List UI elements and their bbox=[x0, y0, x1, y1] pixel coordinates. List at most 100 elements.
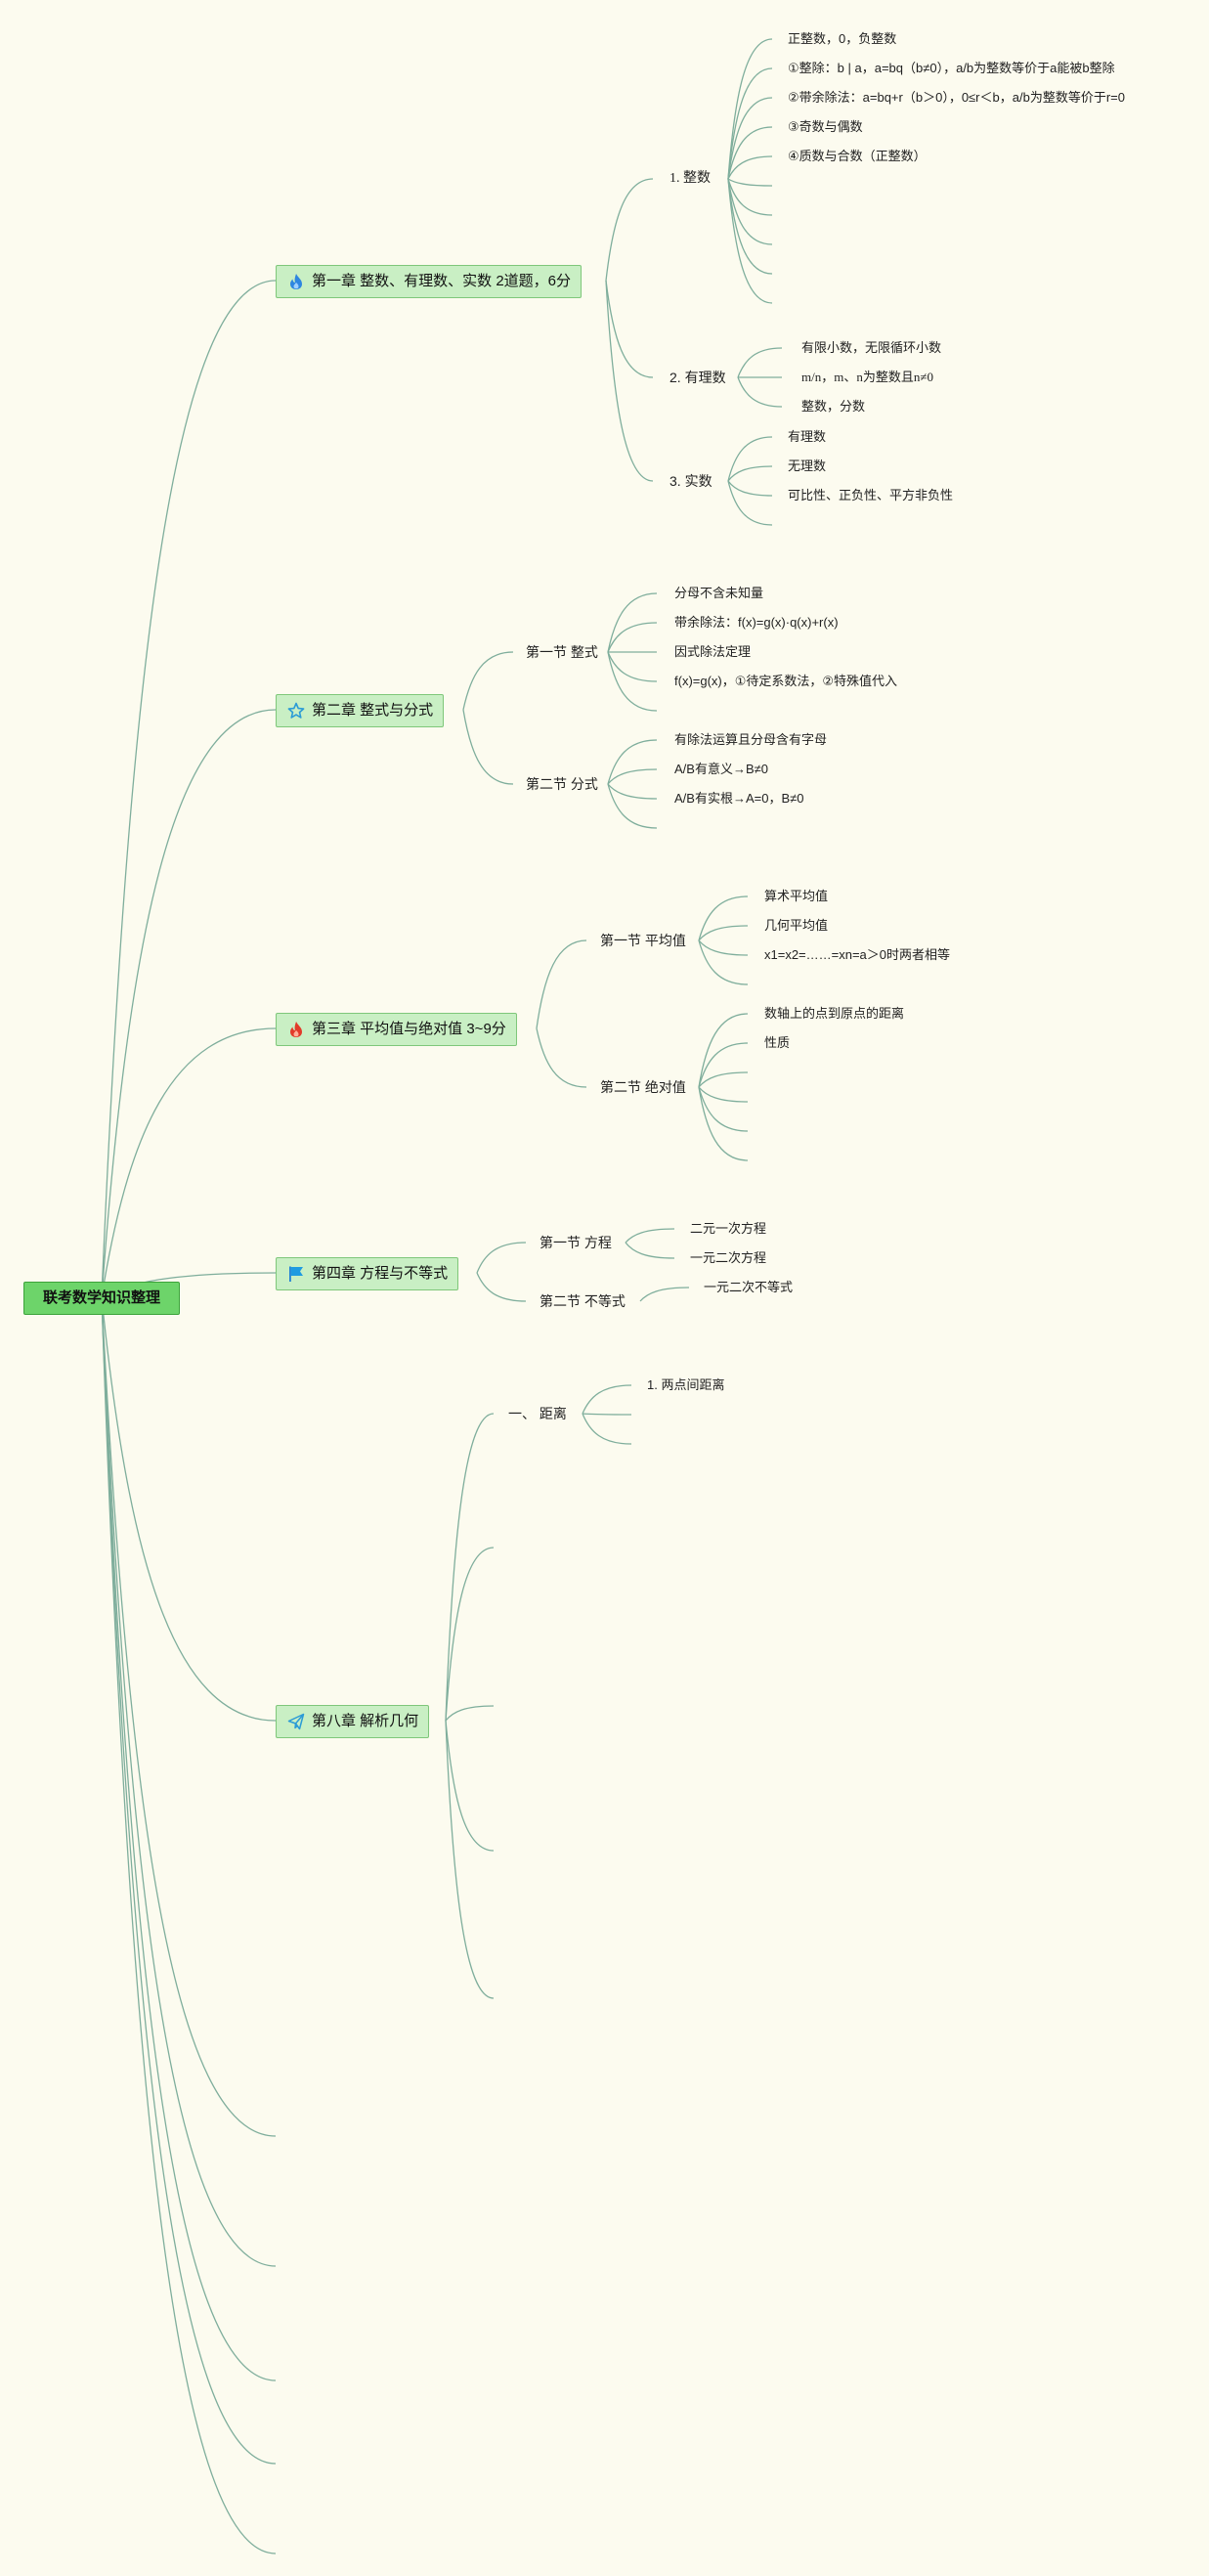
rational-item-2[interactable]: m/n，m、n为整数且n≠0 bbox=[801, 370, 933, 384]
rational-branch bbox=[737, 347, 783, 378]
distance-branch bbox=[582, 1384, 632, 1415]
polynomial-branch bbox=[607, 622, 658, 653]
root-branch bbox=[101, 709, 277, 1298]
chapter4-branch bbox=[476, 1272, 527, 1302]
distance-node[interactable]: 一、 距离 bbox=[508, 1406, 567, 1421]
fraction-branch bbox=[607, 783, 658, 829]
equation-item-2[interactable]: 一元二次方程 bbox=[690, 1250, 767, 1265]
abs-item-2[interactable]: 性质 bbox=[764, 1035, 791, 1050]
real-item-3[interactable]: 可比性、正负性、平方非负性 bbox=[788, 488, 954, 502]
chapter1-branch bbox=[605, 178, 654, 282]
polynomial-branch bbox=[607, 651, 658, 682]
real-item-1[interactable]: 有理数 bbox=[788, 429, 827, 444]
mean-item-2[interactable]: 几何平均值 bbox=[764, 918, 829, 933]
polynomial-item-1[interactable]: 分母不含未知量 bbox=[674, 586, 764, 600]
root-branch bbox=[101, 1027, 277, 1298]
chapter4-node[interactable]: 第四章 方程与不等式 bbox=[276, 1257, 459, 1290]
chapter8-node[interactable]: 第八章 解析几何 bbox=[276, 1705, 430, 1738]
chapter3-node[interactable]: 第三章 平均值与绝对值 3~9分 bbox=[276, 1013, 517, 1046]
real-item-2[interactable]: 无理数 bbox=[788, 458, 827, 473]
chapter2-title: 第二章 整式与分式 bbox=[312, 702, 434, 719]
root-branch bbox=[101, 280, 277, 1298]
fraction-branch bbox=[607, 768, 658, 785]
chapter4-branch bbox=[476, 1242, 527, 1274]
flame-blue-icon bbox=[290, 274, 302, 289]
inequality-branch bbox=[639, 1287, 690, 1302]
abs-node[interactable]: 第二节 绝对值 bbox=[600, 1079, 686, 1095]
chapter3-branch bbox=[536, 939, 587, 1029]
chapter2-branch bbox=[462, 709, 514, 785]
distance-item-1[interactable]: 1. 两点间距离 bbox=[647, 1377, 725, 1392]
chapter1-branch bbox=[605, 280, 654, 482]
abs-item-1[interactable]: 数轴上的点到原点的距离 bbox=[764, 1006, 905, 1021]
integer-branch bbox=[727, 67, 773, 180]
distance-branch bbox=[582, 1413, 632, 1445]
polynomial-node[interactable]: 第一节 整式 bbox=[526, 644, 598, 660]
mean-branch bbox=[698, 895, 749, 941]
root-branch bbox=[101, 1296, 277, 2137]
chapter3-title: 第三章 平均值与绝对值 3~9分 bbox=[312, 1021, 506, 1037]
integer-branch bbox=[727, 38, 773, 180]
integer-branch bbox=[727, 126, 773, 180]
polynomial-item-4[interactable]: f(x)=g(x)，①待定系数法，②特殊值代入 bbox=[674, 674, 898, 688]
polynomial-item-3[interactable]: 因式除法定理 bbox=[674, 644, 752, 659]
real-branch bbox=[727, 480, 773, 526]
integer-node[interactable]: 1. 整数 bbox=[669, 171, 711, 186]
rational-item-1[interactable]: 有限小数，无限循环小数 bbox=[801, 340, 942, 355]
equation-item-1[interactable]: 二元一次方程 bbox=[690, 1221, 767, 1236]
real-branch bbox=[727, 480, 773, 497]
integer-branch bbox=[727, 97, 773, 180]
equation-node[interactable]: 第一节 方程 bbox=[540, 1235, 612, 1250]
chapter3-branch bbox=[536, 1027, 587, 1088]
mean-node[interactable]: 第一节 平均值 bbox=[600, 933, 686, 948]
real-branch bbox=[727, 436, 773, 482]
abs-branch bbox=[698, 1013, 749, 1088]
flag-blue-icon bbox=[289, 1266, 303, 1282]
chapter8-branch bbox=[445, 1547, 495, 1722]
root-branch bbox=[101, 1296, 277, 1722]
fraction-branch bbox=[607, 783, 658, 800]
abs-branch bbox=[698, 1086, 749, 1132]
polynomial-item-2[interactable]: 带余除法：f(x)=g(x)·q(x)+r(x) bbox=[674, 615, 839, 630]
abs-branch bbox=[698, 1042, 749, 1088]
real-node[interactable]: 3. 实数 bbox=[669, 473, 712, 489]
rational-item-3[interactable]: 整数，分数 bbox=[801, 399, 866, 414]
chapter2-node[interactable]: 第二章 整式与分式 bbox=[276, 694, 445, 727]
integer-item-5[interactable]: ④质数与合数（正整数） bbox=[788, 149, 927, 163]
integer-item-3[interactable]: ②带余除法：a=bq+r（b＞0），0≤r＜b，a/b为整数等价于r=0 bbox=[788, 90, 1125, 105]
integer-branch bbox=[727, 178, 773, 187]
mean-branch bbox=[698, 939, 749, 956]
inequality-node[interactable]: 第二节 不等式 bbox=[540, 1293, 626, 1309]
chapter1-node[interactable]: 第一章 整数、有理数、实数 2道题，6分 bbox=[276, 265, 583, 298]
rational-node[interactable]: 2. 有理数 bbox=[669, 370, 726, 385]
equation-branch bbox=[625, 1228, 675, 1244]
fraction-item-1[interactable]: 有除法运算且分母含有字母 bbox=[674, 732, 828, 747]
mean-item-1[interactable]: 算术平均值 bbox=[764, 889, 829, 903]
mean-branch bbox=[698, 925, 749, 941]
inequality-item-1[interactable]: 一元二次不等式 bbox=[704, 1280, 794, 1294]
fraction-node[interactable]: 第二节 分式 bbox=[526, 776, 598, 792]
star-outline-icon bbox=[287, 702, 305, 719]
chapter8-title: 第八章 解析几何 bbox=[312, 1713, 419, 1729]
chapter4-title: 第四章 方程与不等式 bbox=[312, 1265, 449, 1282]
root-branch bbox=[101, 1296, 277, 2267]
root-node[interactable]: 联考数学知识整理 bbox=[23, 1282, 180, 1315]
polynomial-branch bbox=[607, 651, 658, 712]
root-branch bbox=[101, 1296, 277, 2381]
mean-item-3[interactable]: x1=x2=……=xn=a＞0时两者相等 bbox=[764, 947, 951, 962]
chapter8-branch bbox=[445, 1720, 495, 1852]
abs-branch bbox=[698, 1086, 749, 1103]
integer-item-1[interactable]: 正整数，0，负整数 bbox=[788, 31, 897, 46]
integer-item-4[interactable]: ③奇数与偶数 bbox=[788, 119, 863, 134]
integer-branch bbox=[727, 178, 773, 304]
fraction-item-2[interactable]: A/B有意义→B≠0 bbox=[674, 762, 768, 776]
fraction-item-3[interactable]: A/B有实根→A=0，B≠0 bbox=[674, 791, 804, 806]
fraction-branch bbox=[607, 739, 658, 785]
integer-branch bbox=[727, 178, 773, 275]
root-branch bbox=[101, 1296, 277, 2465]
chapter8-branch bbox=[445, 1413, 495, 1722]
integer-item-2[interactable]: ①整除：b | a，a=bq（b≠0），a/b为整数等价于a能被b整除 bbox=[788, 61, 1115, 75]
chapter8-branch bbox=[445, 1705, 495, 1722]
polynomial-branch bbox=[607, 592, 658, 653]
